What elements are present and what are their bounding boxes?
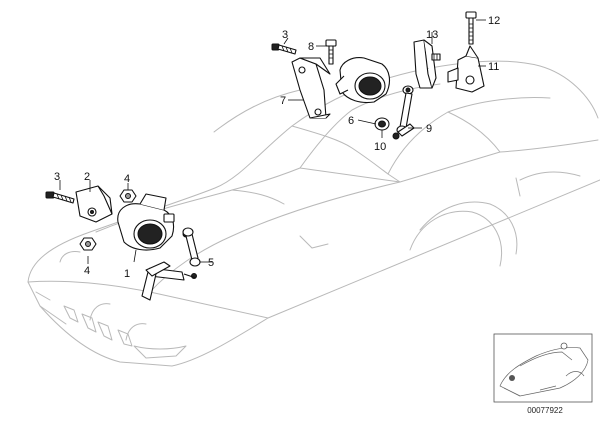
callout-part-4-upper: 4 [124, 173, 130, 185]
callout-part-3-front: 3 [54, 171, 60, 183]
bush-part-10 [374, 117, 390, 131]
car-outline [27, 60, 600, 367]
callout-part-7: 7 [280, 95, 286, 107]
bolt-part-3-front [45, 191, 75, 204]
level-sensor-part-1 [117, 193, 185, 301]
bracket-part-13 [413, 39, 441, 89]
callout-part-13: 13 [426, 29, 438, 41]
rear-axle-marker-icon [560, 342, 568, 350]
bracket-part-11 [447, 45, 485, 93]
front-axle-marker-icon [509, 375, 515, 381]
locator-inset: 00077922 [493, 333, 593, 415]
nut-part-4-front-lower [79, 237, 97, 251]
nut-part-4-front-upper [119, 189, 137, 203]
leader-lines [59, 19, 486, 264]
connecting-rod-part-9 [392, 85, 415, 140]
bracket-part-7 [291, 57, 331, 119]
callout-part-4-lower: 4 [84, 265, 90, 277]
bolt-part-3-rear [271, 43, 297, 55]
callout-part-5: 5 [208, 257, 214, 269]
callout-labels: 1 2 3 3 4 4 5 6 7 8 9 10 11 12 13 [54, 15, 500, 280]
bolt-part-12 [465, 11, 477, 45]
bolt-part-8 [325, 39, 337, 65]
callout-part-6: 6 [348, 115, 354, 127]
callout-part-11: 11 [488, 61, 499, 73]
callout-part-1: 1 [124, 268, 130, 280]
level-sensor-rear [335, 57, 391, 104]
callout-part-10: 10 [374, 141, 386, 153]
callout-part-9: 9 [426, 123, 432, 135]
callout-part-2: 2 [84, 171, 90, 183]
bracket-part-2 [75, 185, 113, 223]
diagram-reference-number: 00077922 [527, 406, 563, 415]
rear-assembly [271, 11, 485, 140]
callout-part-12: 12 [488, 15, 500, 27]
front-assembly [45, 185, 201, 301]
callout-part-8: 8 [308, 41, 314, 53]
callout-part-3-rear: 3 [282, 29, 288, 41]
